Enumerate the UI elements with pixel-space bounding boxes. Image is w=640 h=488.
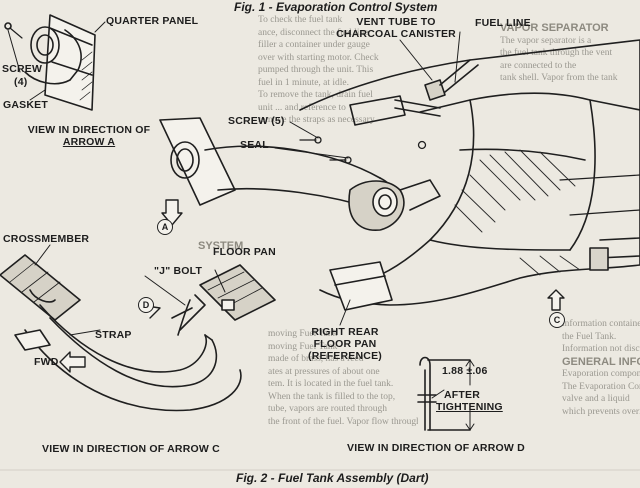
label-fuel-line: FUEL LINE — [475, 17, 531, 29]
label-line: ARROW A — [62, 136, 116, 148]
panel-hatching — [79, 51, 93, 101]
background-line: pumped through the unit. This — [258, 65, 374, 75]
background-line: fuel in 1 minute, at idle. — [258, 77, 350, 88]
label-gasket: GASKET — [3, 99, 48, 111]
vent-tube-and-fuel-line — [349, 59, 479, 126]
background-text-column: moving Fuel Tank moving Fuel Tank made o… — [268, 328, 418, 458]
direction-arrows — [59, 199, 565, 373]
label-quarter-panel: QUARTER PANEL — [106, 15, 199, 27]
label-screw-5: SCREW (5) — [228, 115, 285, 127]
label-screw-4: SCREW — [2, 63, 43, 75]
background-heading: GENERAL INFORMATION — [562, 355, 640, 368]
mounting-screws — [299, 136, 427, 164]
background-line: tube, vapors are routed through — [268, 404, 387, 414]
background-line: information contained in — [562, 319, 640, 329]
background-text-column: information contained in the Fuel Tank. … — [562, 318, 640, 468]
label-crossmember: CROSSMEMBER — [3, 233, 90, 245]
quarter-panel-detail — [4, 14, 96, 111]
background-line: valve and a liquid — [562, 394, 630, 404]
background-line: tem. It is located in the fuel tank. — [268, 379, 394, 389]
label-view-arrow-d: VIEW IN DIRECTION OF ARROW D — [347, 442, 525, 454]
background-line: over with starting motor. Check — [258, 52, 379, 63]
arrow-a-marker: A — [157, 219, 173, 235]
background-text-column: VAPOR SEPARATOR The vapor separator is a… — [500, 22, 640, 112]
background-line: the Fuel Tank. — [562, 331, 617, 342]
label-seal: SEAL — [240, 139, 269, 151]
background-text-column: To check the fuel tank ance, disconnect … — [258, 14, 494, 199]
label-line: VIEW IN DIRECTION OF — [27, 124, 151, 136]
label-after-tightening: AFTER TIGHTENING — [436, 389, 503, 413]
filler-neck — [159, 117, 441, 231]
label-right-rear-floor-pan: RIGHT REAR FLOOR PAN (REFERENCE) — [290, 326, 400, 362]
background-line: The vapor separator is a — [500, 35, 592, 46]
label-strap: STRAP — [95, 329, 132, 341]
label-fwd: FWD — [34, 356, 59, 368]
background-line: When the tank is filled to the top, — [268, 391, 396, 402]
label-line: AFTER — [444, 389, 480, 401]
label-line: TIGHTENING — [436, 401, 503, 413]
background-line: the fuel tank through the vent — [500, 48, 613, 58]
background-line: To remove the tank, drain fuel — [258, 90, 373, 100]
background-line: ance, disconnect the fuel line — [258, 27, 369, 38]
background-heading: VAPOR SEPARATOR — [500, 22, 609, 34]
label-floor-pan: FLOOR PAN — [213, 246, 276, 258]
jbolt-side-view — [417, 356, 475, 431]
label-line: CHARCOAL CANISTER — [336, 28, 456, 40]
background-line: Evaporation components for the — [562, 369, 640, 379]
background-line: which prevents overfilling — [562, 406, 640, 417]
background-line: The Evaporation Control System — [562, 381, 640, 392]
background-line: are connected to the — [500, 60, 577, 71]
background-line: the front of the fuel. Vapor flow throug… — [268, 416, 418, 427]
label-line: RIGHT REAR — [311, 326, 379, 338]
background-line: moving Fuel Tank — [268, 329, 338, 339]
background-line: tank shell. Vapor from the tank — [500, 73, 618, 83]
figure-2-caption: Fig. 2 - Fuel Tank Assembly (Dart) — [236, 471, 429, 485]
figure-1-caption: Fig. 1 - Evaporation Control System — [234, 0, 438, 14]
label-screw-4-qty: (4) — [14, 76, 28, 88]
background-line: unit ... and reference to — [258, 102, 346, 113]
leader-lines — [7, 21, 461, 399]
label-view-arrow-a: VIEW IN DIRECTION OF ARROW A — [14, 124, 164, 148]
label-line: FLOOR PAN — [313, 338, 377, 350]
background-line: To check the fuel tank — [258, 15, 343, 25]
tank-hatching — [454, 149, 581, 276]
background-line: ates at pressures of about one — [268, 366, 380, 377]
label-view-arrow-c: VIEW IN DIRECTION OF ARROW C — [42, 443, 220, 455]
label-dimension: 1.88 ±.06 — [442, 365, 488, 377]
label-line: (REFERENCE) — [308, 350, 382, 362]
background-heading: SYSTEM — [198, 240, 244, 252]
crossmember-strap-detail — [0, 254, 242, 412]
background-line: remove the straps as necessary — [258, 115, 375, 125]
label-vent-tube: VENT TUBE TO CHARCOAL CANISTER — [330, 16, 462, 40]
label-line: VENT TUBE TO — [356, 16, 436, 28]
arrow-c-marker: C — [549, 312, 565, 328]
fuel-tank-body — [299, 39, 640, 306]
label-j-bolt: "J" BOLT — [154, 265, 203, 277]
background-line: moving Fuel Tank — [268, 341, 338, 352]
background-line: filler a container under gauge — [258, 40, 370, 50]
background-line: Information not discussed — [562, 344, 640, 354]
background-line: made of brass, has a reed — [268, 354, 364, 364]
arrow-d-marker: D — [138, 297, 154, 313]
right-rear-floor-pan — [329, 261, 393, 311]
